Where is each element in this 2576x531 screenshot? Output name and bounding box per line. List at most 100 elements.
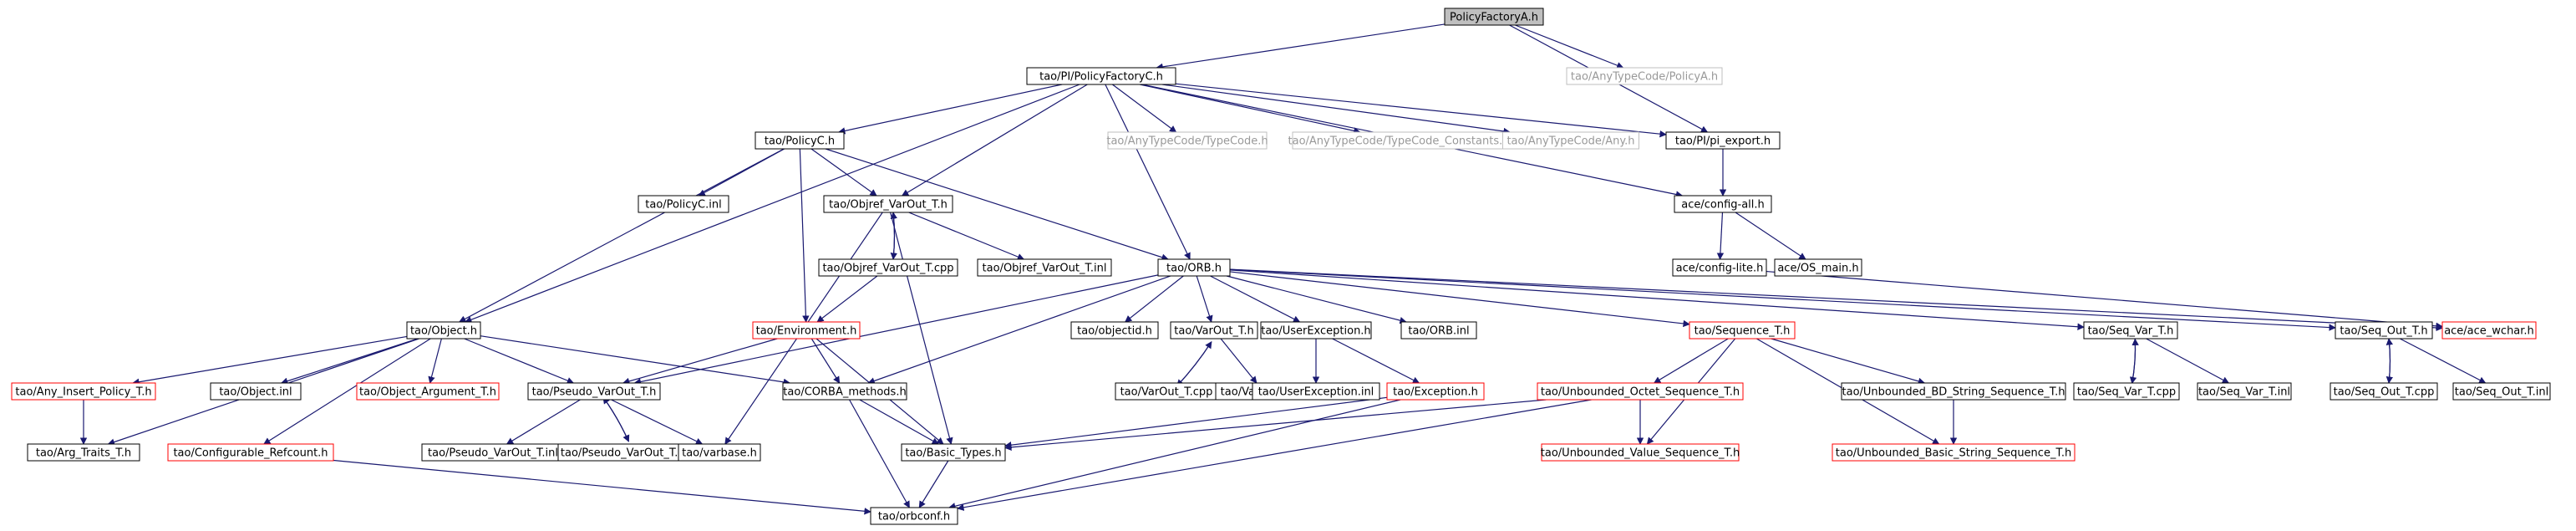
node-exceptionH[interactable]: tao/Exception.h [1386, 382, 1485, 401]
node-box-unbBDString [1841, 382, 2066, 401]
node-box-objectH [406, 321, 481, 340]
node-objrefInl[interactable]: tao/Objref_VarOut_T.inl [977, 258, 1112, 277]
node-anyInsert[interactable]: tao/Any_Insert_Policy_T.h [11, 382, 156, 401]
node-label-orbH: tao/ORB.h [1166, 263, 1222, 275]
node-box-seqOutT [2335, 321, 2433, 340]
node-orbInl[interactable]: tao/ORB.inl [1400, 321, 1477, 340]
node-piFactoryC[interactable]: tao/PI/PolicyFactoryC.h [1026, 67, 1176, 85]
node-box-aceWchar [2441, 321, 2537, 340]
node-label-configAll: ace/config-all.h [1681, 199, 1765, 212]
node-box-anyInsert [11, 382, 156, 401]
node-osMain[interactable]: ace/OS_main.h [1774, 258, 1862, 277]
edge-configAll-to-configLite [1716, 212, 1725, 260]
edge-orbH-to-varOut [1196, 275, 1213, 323]
node-unbBDString[interactable]: tao/Unbounded_BD_String_Sequence_T.h [1841, 382, 2066, 401]
node-label-anyH: tao/AnyTypeCode/Any.h [1506, 135, 1634, 148]
edge-orbH-to-pseudoVarOut [633, 274, 1159, 385]
node-objectArg[interactable]: tao/Object_Argument_T.h [356, 382, 500, 401]
node-userExc[interactable]: tao/UserException.h [1260, 321, 1372, 340]
node-box-root [1444, 8, 1544, 26]
node-label-pseudoVarOut: tao/Pseudo_VarOut_T.h [532, 386, 657, 399]
node-seqVarInl[interactable]: tao/Seq_Var_T.inl [2197, 382, 2292, 401]
node-label-configLite: ace/config-lite.h [1676, 263, 1764, 275]
edge-configAll-to-osMain [1735, 212, 1806, 260]
edge-seqOutT-to-seqOutInl [2400, 338, 2487, 384]
edge-piFactoryC-to-policyC [838, 84, 1063, 135]
edge-varOut-to-varOutInl [1220, 338, 1258, 384]
node-box-anyPolicyA [1566, 67, 1723, 85]
node-orbconf[interactable]: tao/orbconf.h [870, 507, 958, 525]
node-unbOctet[interactable]: tao/Unbounded_Octet_Sequence_T.h [1537, 382, 1744, 401]
node-label-basicTypes: tao/Basic_Types.h [905, 447, 1001, 460]
node-label-objectH: tao/Object.h [410, 325, 477, 338]
edge-piFactoryC-to-typeCode [1112, 84, 1177, 133]
node-seqVarT[interactable]: tao/Seq_Var_T.h [2083, 321, 2178, 340]
node-varOutCpp[interactable]: tao/VarOut_T.cpp [1115, 382, 1218, 401]
node-objrefVarOut[interactable]: tao/Objref_VarOut_T.h [823, 195, 953, 213]
node-userExcInl[interactable]: tao/UserException.inl [1252, 382, 1380, 401]
node-configAll[interactable]: ace/config-all.h [1674, 195, 1772, 213]
node-box-configAll [1674, 195, 1772, 213]
node-tcConstants[interactable]: tao/AnyTypeCode/TypeCode_Constants.h [1288, 131, 1510, 150]
edge-unbOctet-to-basicTypes [1004, 399, 1547, 452]
node-orbH[interactable]: tao/ORB.h [1157, 258, 1231, 277]
node-varbase[interactable]: tao/varbase.h [678, 443, 761, 462]
edge-policyC-to-orbH [825, 148, 1169, 261]
node-anyH[interactable]: tao/AnyTypeCode/Any.h [1502, 131, 1639, 150]
node-box-policyCinl [638, 195, 729, 213]
node-anyPolicyA[interactable]: tao/AnyTypeCode/PolicyA.h [1566, 67, 1723, 85]
edge-seqOutCpp-to-seqOutT [2385, 338, 2394, 384]
node-box-seqVarCpp [2073, 382, 2180, 401]
node-unbValue[interactable]: tao/Unbounded_Value_Sequence_T.h [1541, 443, 1740, 462]
node-piExport[interactable]: tao/PI/pi_export.h [1665, 131, 1781, 150]
node-box-seqOutInl [2452, 382, 2551, 401]
edge-orbH-to-userExc [1210, 275, 1301, 323]
node-box-unbBasicString [1832, 443, 2076, 462]
edge-sequenceT-to-unbBDString [1771, 338, 1926, 385]
node-root[interactable]: PolicyFactoryA.h [1444, 8, 1544, 26]
node-box-sequenceT [1689, 321, 1796, 340]
edge-objrefCpp-to-environment [816, 275, 878, 323]
node-corbaMethods[interactable]: tao/CORBA_methods.h [782, 382, 907, 401]
node-policyC[interactable]: tao/PolicyC.h [755, 131, 845, 150]
node-label-anyPolicyA: tao/AnyTypeCode/PolicyA.h [1571, 71, 1718, 84]
node-seqOutInl[interactable]: tao/Seq_Out_T.inl [2452, 382, 2551, 401]
node-pseudoInl[interactable]: tao/Pseudo_VarOut_T.inl [421, 443, 565, 462]
node-objectH[interactable]: tao/Object.h [406, 321, 481, 340]
edge-exceptionH-to-basicTypes [1004, 396, 1388, 449]
node-seqOutT[interactable]: tao/Seq_Out_T.h [2335, 321, 2433, 340]
node-label-policyC: tao/PolicyC.h [765, 135, 835, 148]
node-label-pseudoCpp: tao/Pseudo_VarOut_T.cpp [561, 447, 698, 460]
node-unbBasicString[interactable]: tao/Unbounded_Basic_String_Sequence_T.h [1832, 443, 2076, 462]
node-basicTypes[interactable]: tao/Basic_Types.h [901, 443, 1006, 462]
node-varOut[interactable]: tao/VarOut_T.h [1170, 321, 1258, 340]
node-pseudoVarOut[interactable]: tao/Pseudo_VarOut_T.h [527, 382, 661, 401]
node-aceWchar[interactable]: ace/ace_wchar.h [2441, 321, 2537, 340]
node-sequenceT[interactable]: tao/Sequence_T.h [1689, 321, 1796, 340]
node-typeCode[interactable]: tao/AnyTypeCode/TypeCode.h [1106, 131, 1268, 150]
node-box-userExc [1260, 321, 1372, 340]
node-environment[interactable]: tao/Environment.h [752, 321, 861, 340]
node-label-varOutCpp: tao/VarOut_T.cpp [1120, 386, 1213, 399]
node-pseudoCpp[interactable]: tao/Pseudo_VarOut_T.cpp [557, 443, 701, 462]
node-configLite[interactable]: ace/config-lite.h [1672, 258, 1767, 277]
node-argTraits[interactable]: tao/Arg_Traits_T.h [27, 443, 140, 462]
node-objectInl[interactable]: tao/Object.inl [210, 382, 302, 401]
node-box-objectid [1070, 321, 1159, 340]
edge-objectH-to-pseudoVarOut [464, 338, 575, 385]
edge-orbH-to-corbaMethods [867, 275, 1171, 385]
node-seqOutCpp[interactable]: tao/Seq_Out_T.cpp [2330, 382, 2438, 401]
node-label-userExc: tao/UserException.h [1261, 325, 1370, 338]
node-label-pseudoInl: tao/Pseudo_VarOut_T.inl [428, 447, 558, 460]
node-seqVarCpp[interactable]: tao/Seq_Var_T.cpp [2073, 382, 2180, 401]
node-configRefcount[interactable]: tao/Configurable_Refcount.h [167, 443, 334, 462]
node-label-varOut: tao/VarOut_T.h [1174, 325, 1253, 338]
node-box-orbInl [1400, 321, 1477, 340]
node-box-osMain [1774, 258, 1862, 277]
edge-root-to-anyPolicyA [1515, 24, 1624, 69]
node-objrefCpp[interactable]: tao/Objref_VarOut_T.cpp [818, 258, 958, 277]
node-objectid[interactable]: tao/objectid.h [1070, 321, 1159, 340]
node-policyCinl[interactable]: tao/PolicyC.inl [638, 195, 729, 213]
edge-objectH-to-corbaMethods [480, 335, 791, 386]
edge-objrefVarOut-to-basicTypes [890, 212, 953, 445]
